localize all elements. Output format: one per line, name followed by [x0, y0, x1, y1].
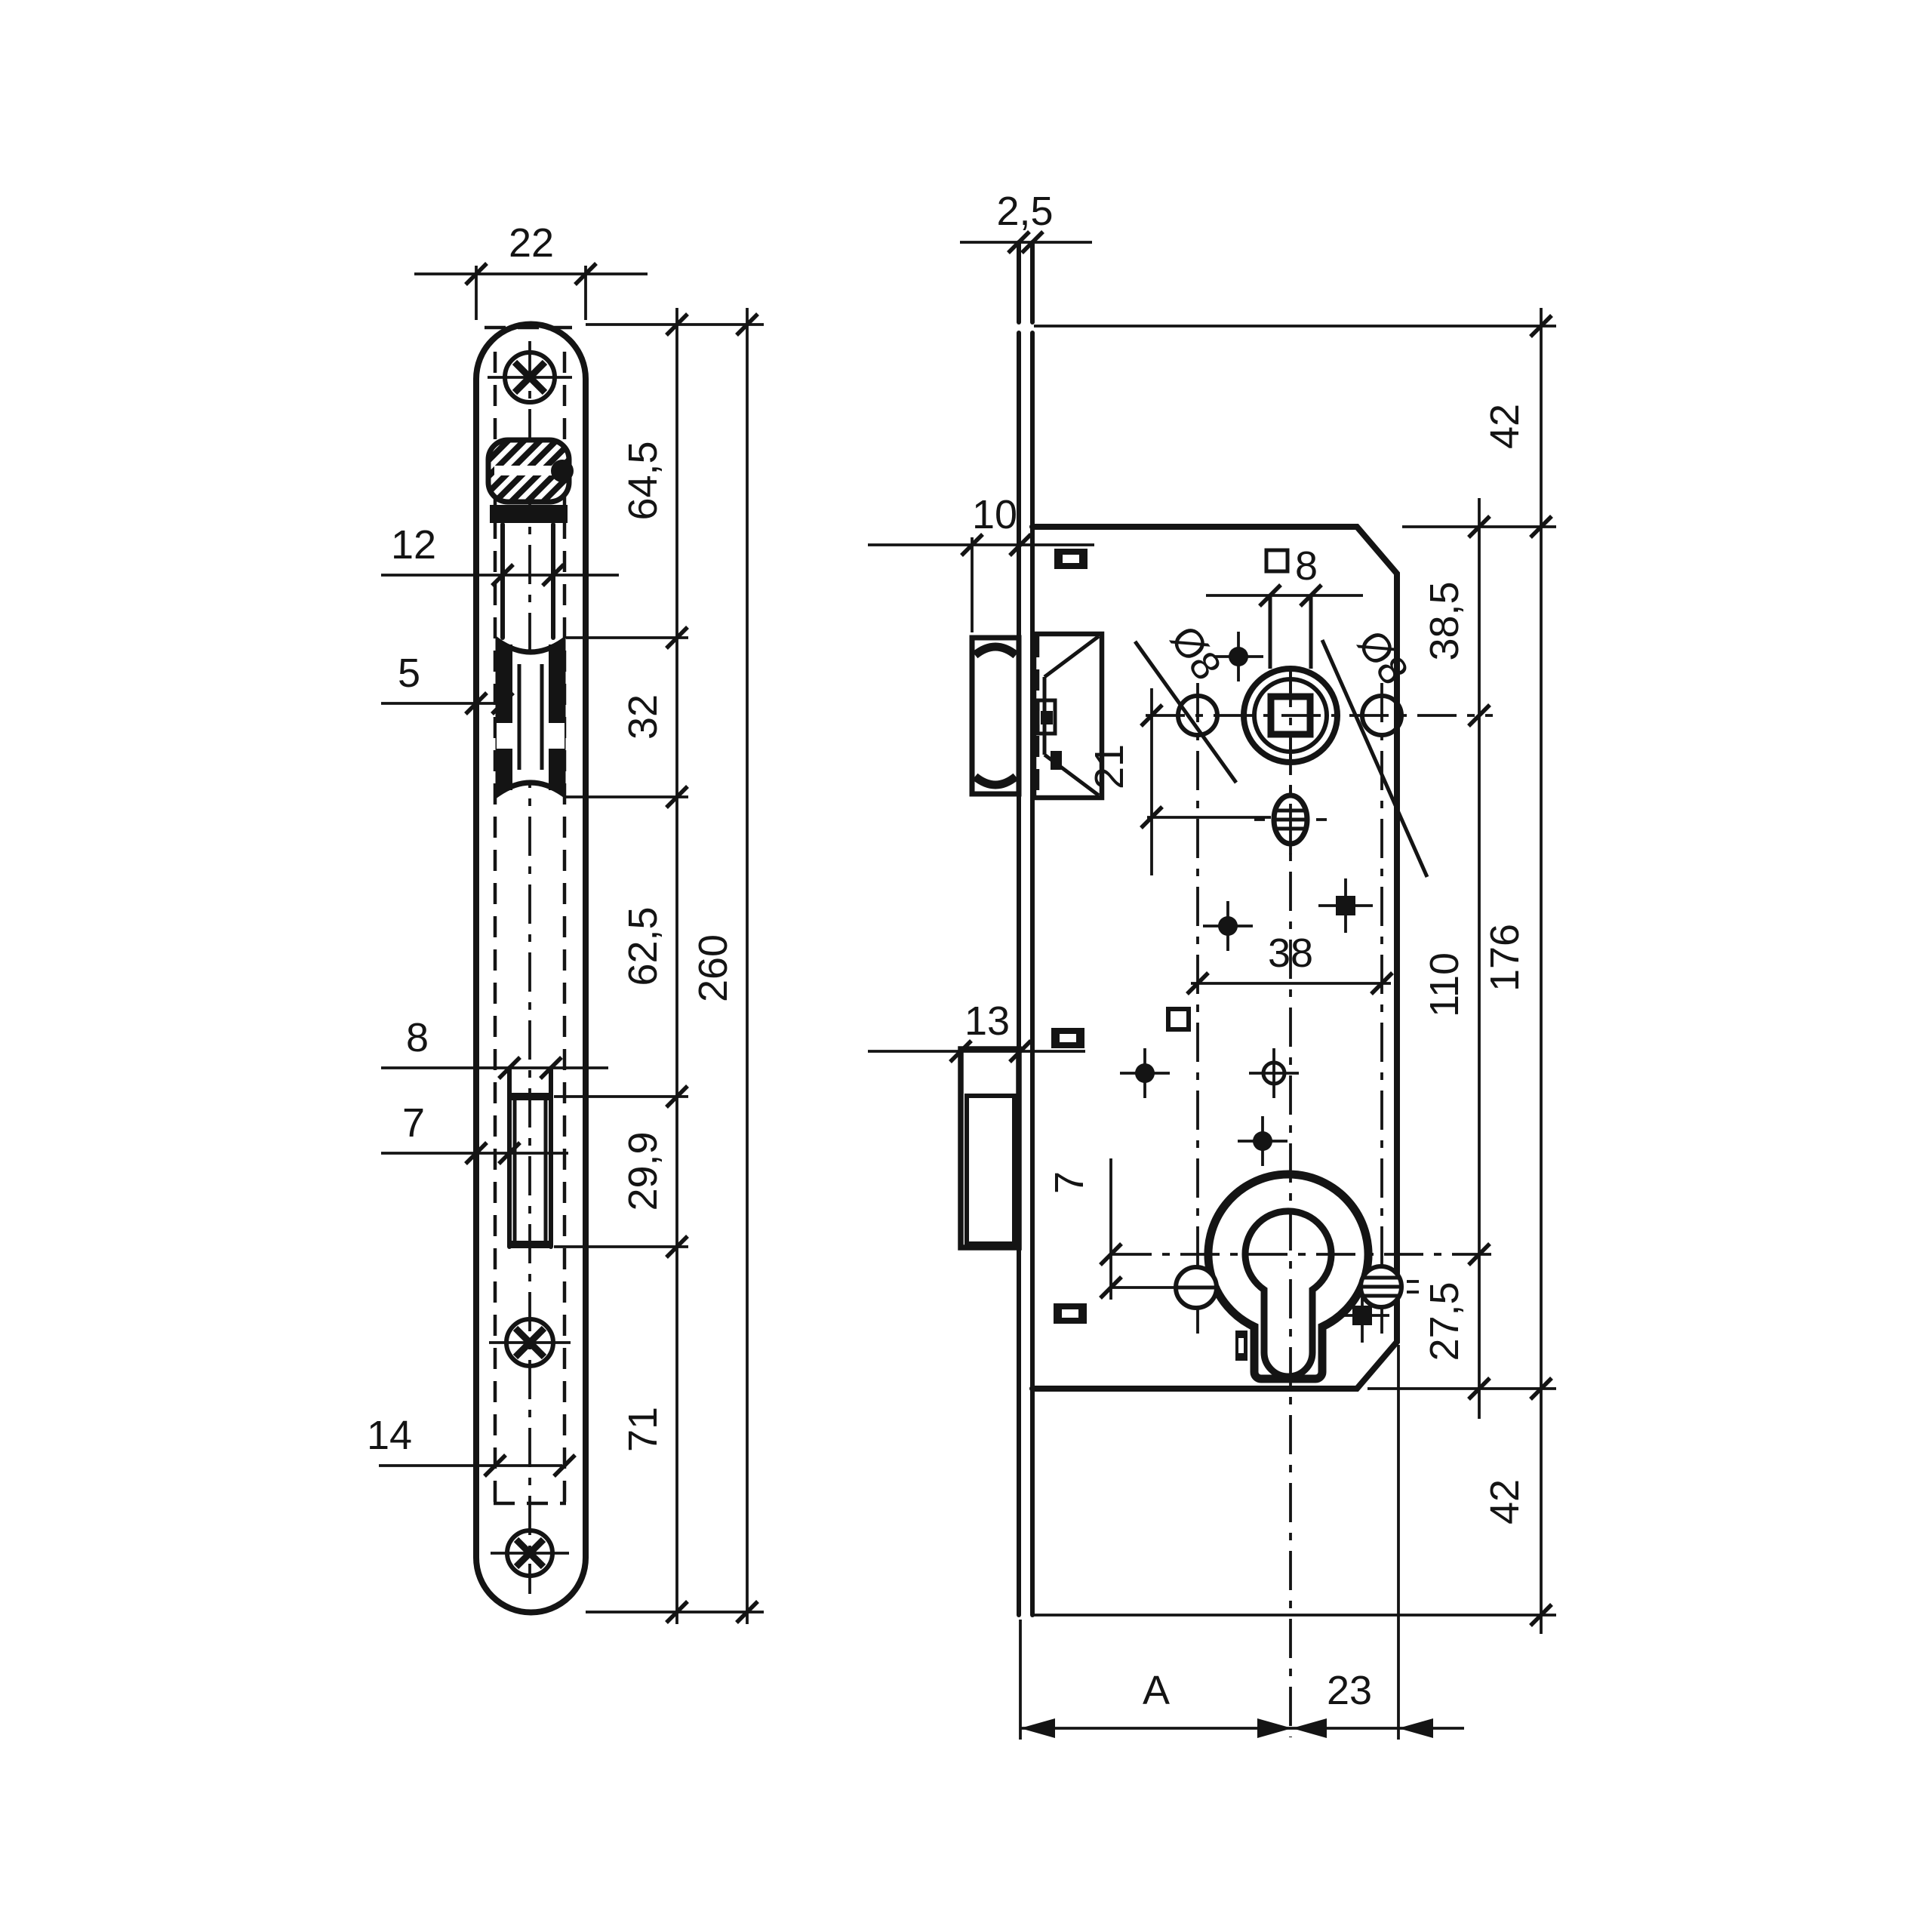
- dim-chain-inner: 38,5 110 27,5: [1422, 498, 1490, 1419]
- dim-label-22: 22: [509, 220, 554, 266]
- dim-label-42-bottom: 42: [1482, 1479, 1527, 1524]
- dim-label-2-5: 2,5: [996, 189, 1053, 234]
- dim-label-21: 21: [1087, 744, 1132, 789]
- dim-cylinder-to-holes: 7: [1047, 1158, 1220, 1300]
- dim-label-27-5: 27,5: [1422, 1281, 1467, 1361]
- latch-bolt-front: [485, 437, 574, 523]
- screw-bottom: [491, 1528, 569, 1578]
- dim-label-38-5: 38,5: [1422, 581, 1467, 660]
- front-view: 22 12 5 8 7 14 64,5 32 62,5 29,9: [367, 220, 764, 1624]
- dim-label-7-side: 7: [1047, 1171, 1092, 1194]
- dim-label-13: 13: [964, 998, 1010, 1044]
- dim-label-42-top: 42: [1482, 404, 1527, 449]
- marker-dot-4: [1238, 1116, 1287, 1166]
- rivet-1: [1054, 549, 1088, 569]
- rivet-4: [1235, 1331, 1247, 1361]
- dim-label-14: 14: [367, 1413, 412, 1458]
- dim-label-12: 12: [391, 522, 436, 568]
- dim-spindle-square: 8: [1206, 543, 1363, 669]
- square-hole-small: [1166, 1007, 1191, 1032]
- dim-label-64-5: 64,5: [620, 441, 666, 520]
- dim-latch-projection: 10: [868, 492, 1094, 632]
- deadbolt-cutout: [507, 1066, 553, 1249]
- dim-label-7: 7: [402, 1100, 425, 1146]
- dim-chain-right: 64,5 32 62,5 29,9 71: [620, 308, 688, 1624]
- dim-label-square8: 8: [1295, 543, 1318, 589]
- latch-bolt-side: [969, 631, 1105, 801]
- dim-label-10: 10: [972, 492, 1017, 537]
- dim-backset: A 23: [1019, 1345, 1464, 1740]
- side-view: 8 Ø8 Ø8 21: [868, 189, 1556, 1740]
- dim-label-8: 8: [406, 1015, 429, 1060]
- dim-plate-length: 260: [691, 308, 758, 1624]
- rivet-2: [1051, 1028, 1084, 1048]
- dim-inner-plate-width: 14: [367, 1413, 575, 1476]
- lock-case-outline: [1029, 524, 1400, 1392]
- screw-top: [488, 350, 572, 405]
- dim-label-5: 5: [398, 651, 420, 696]
- dim-label-110: 110: [1422, 952, 1467, 1017]
- dim-plate-width: 22: [414, 220, 648, 320]
- roller-latch: [495, 635, 566, 799]
- dim-label-23: 23: [1327, 1668, 1372, 1713]
- dim-label-260: 260: [691, 934, 736, 1002]
- marker-dot-3: [1120, 1048, 1170, 1098]
- dim-label-71: 71: [620, 1407, 666, 1452]
- euro-cylinder: [1204, 1170, 1373, 1383]
- marker-dot-1: [1214, 632, 1263, 681]
- dim-latch-cutout-offset: 5: [381, 651, 513, 714]
- marker-dot-2: [1203, 901, 1253, 951]
- faceplate-outline: [473, 321, 589, 1616]
- dim-deadbolt-projection: 13: [868, 998, 1085, 1062]
- dim-label-29-9: 29,9: [620, 1131, 666, 1211]
- dim-hub-to-oval: 21: [1087, 688, 1271, 875]
- dim-label-62-5: 62,5: [620, 906, 666, 986]
- dim-label-32: 32: [620, 694, 666, 740]
- dim-faceplate-thickness: 2,5: [960, 189, 1092, 253]
- screw-middle: [489, 1317, 571, 1368]
- marker-circle-open: [1249, 1048, 1299, 1098]
- marker-square-1: [1318, 878, 1373, 933]
- dim-label-A: A: [1143, 1668, 1170, 1713]
- screw-boss-right: [1358, 1264, 1419, 1309]
- dim-bolt-cutout-offset: 7: [381, 1100, 568, 1164]
- dim-chain-outer: 42 176 42: [1482, 308, 1552, 1634]
- rivet-3: [1054, 1303, 1087, 1324]
- dim-label-176: 176: [1482, 924, 1527, 992]
- dim-bolt-cutout-width: 8: [381, 1015, 608, 1078]
- dim-latch-cutout-width: 12: [381, 522, 619, 586]
- deadbolt-side: [958, 1046, 1022, 1251]
